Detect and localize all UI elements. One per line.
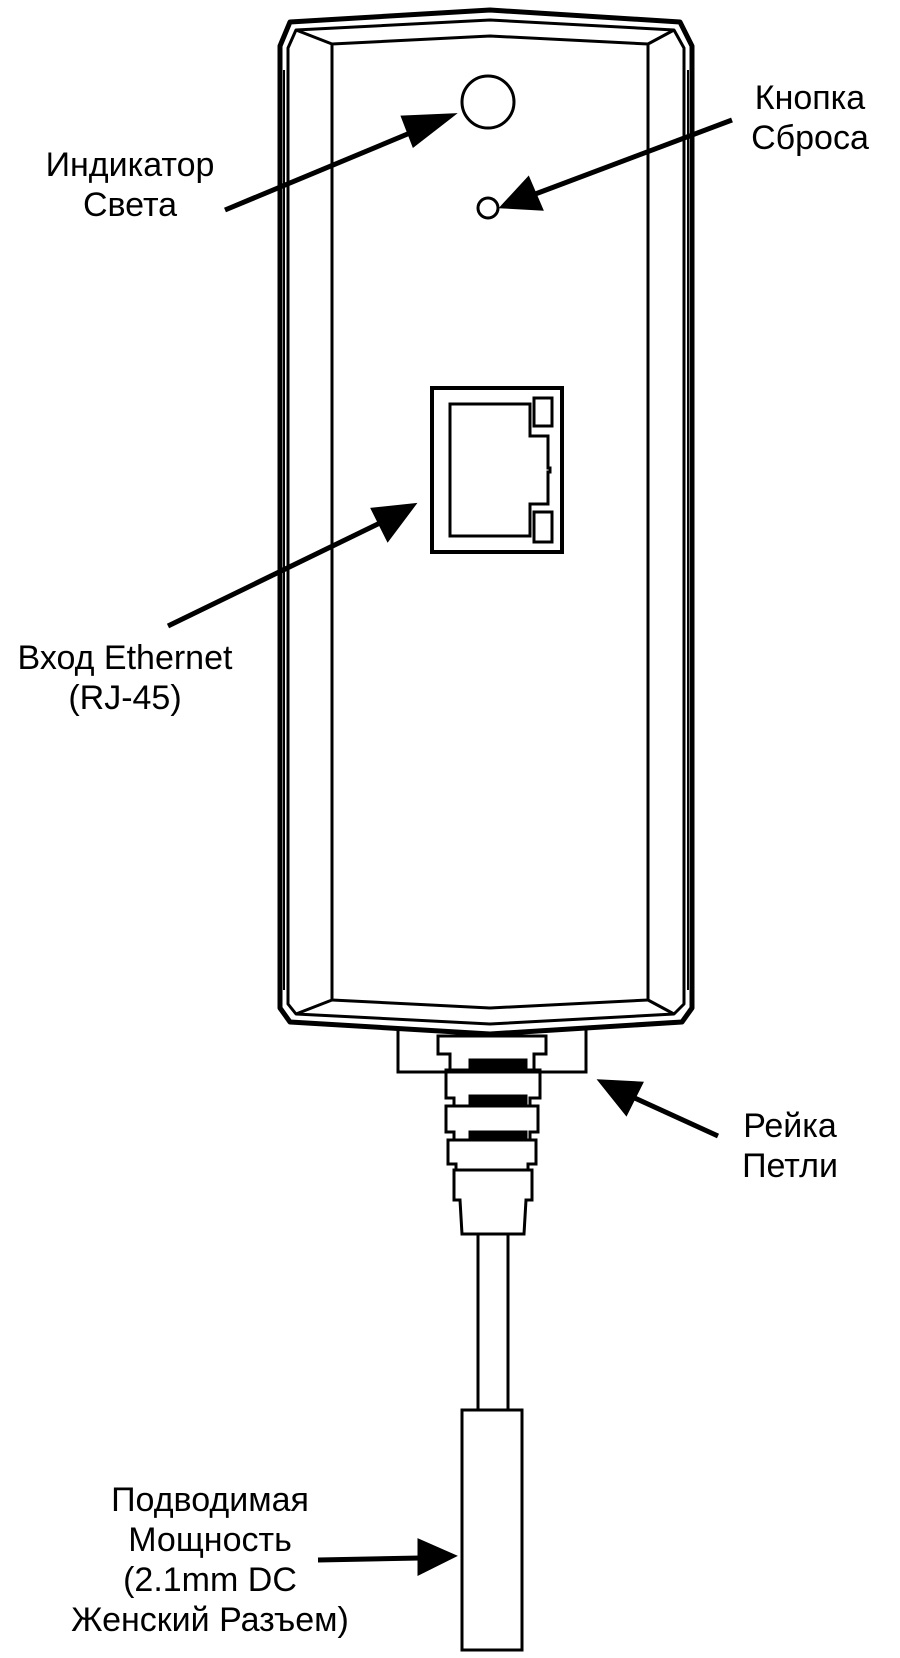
callout-line: Кнопка	[754, 79, 866, 117]
callout-arrows	[166, 113, 733, 1577]
bevel-top-right	[647, 28, 675, 46]
arrow-reset-button	[529, 117, 733, 199]
arrow-ethernet-input-head	[370, 502, 418, 543]
arrow-power-input-head	[417, 1538, 458, 1577]
callout-line: Женский Разъем)	[71, 1601, 349, 1639]
callout-light-indicator: Индикатор Света	[10, 145, 250, 225]
rj45-port-frame	[430, 386, 564, 554]
light-indicator-lens	[460, 74, 516, 130]
callout-line: Индикатор	[45, 146, 215, 184]
connector-slot-3	[468, 1130, 528, 1142]
callout-line: Петли	[742, 1147, 838, 1185]
connector-slot-2	[468, 1094, 528, 1106]
rj45-led-bottom	[532, 510, 554, 544]
arrow-loop-rail	[624, 1091, 720, 1139]
device-body	[277, 7, 695, 1037]
arrow-power-input	[317, 1555, 421, 1563]
dc-jack-barrel	[460, 1408, 524, 1652]
callout-line: Света	[82, 186, 178, 224]
callout-line: Рейка	[743, 1107, 837, 1145]
cable-connector	[436, 1034, 548, 1236]
arrow-loop-rail-head	[596, 1079, 644, 1117]
connector-rib-3	[446, 1138, 538, 1172]
arrow-ethernet-input	[166, 519, 384, 629]
loop-rail-bracket	[396, 1030, 588, 1074]
callout-line: (2.1mm DC	[123, 1561, 297, 1599]
rj45-port	[430, 386, 564, 554]
bevel-top-left	[295, 28, 333, 46]
callout-line: Сброса	[751, 119, 869, 157]
callout-loop-rail: Рейка Петли	[720, 1106, 860, 1186]
rj45-port-opening	[448, 402, 552, 538]
arrow-light-indicator	[224, 125, 423, 213]
callout-line: Подводимая	[111, 1481, 309, 1519]
callout-reset-button: Кнопка Сброса	[730, 78, 890, 158]
bevel-bottom-right	[647, 998, 675, 1016]
device-outer-shell	[277, 7, 695, 1037]
device-inner-shell	[286, 18, 686, 1026]
connector-slot-1	[468, 1058, 528, 1070]
callout-line: (RJ-45)	[68, 679, 182, 717]
connector-boot	[452, 1168, 534, 1236]
reset-button-hole	[476, 196, 500, 220]
arrow-light-indicator-head	[400, 113, 458, 149]
power-cable	[460, 1234, 524, 1652]
callout-power-input: Подводимая Мощность (2.1mm DC Женский Ра…	[40, 1480, 380, 1640]
rj45-led-top	[532, 396, 554, 428]
callout-ethernet-input: Вход Ethernet (RJ-45)	[0, 638, 250, 718]
arrow-reset-button-head	[498, 175, 544, 211]
bevel-bottom-left	[295, 998, 333, 1016]
callout-line: Мощность	[128, 1521, 292, 1559]
callout-line: Вход Ethernet	[17, 639, 233, 677]
